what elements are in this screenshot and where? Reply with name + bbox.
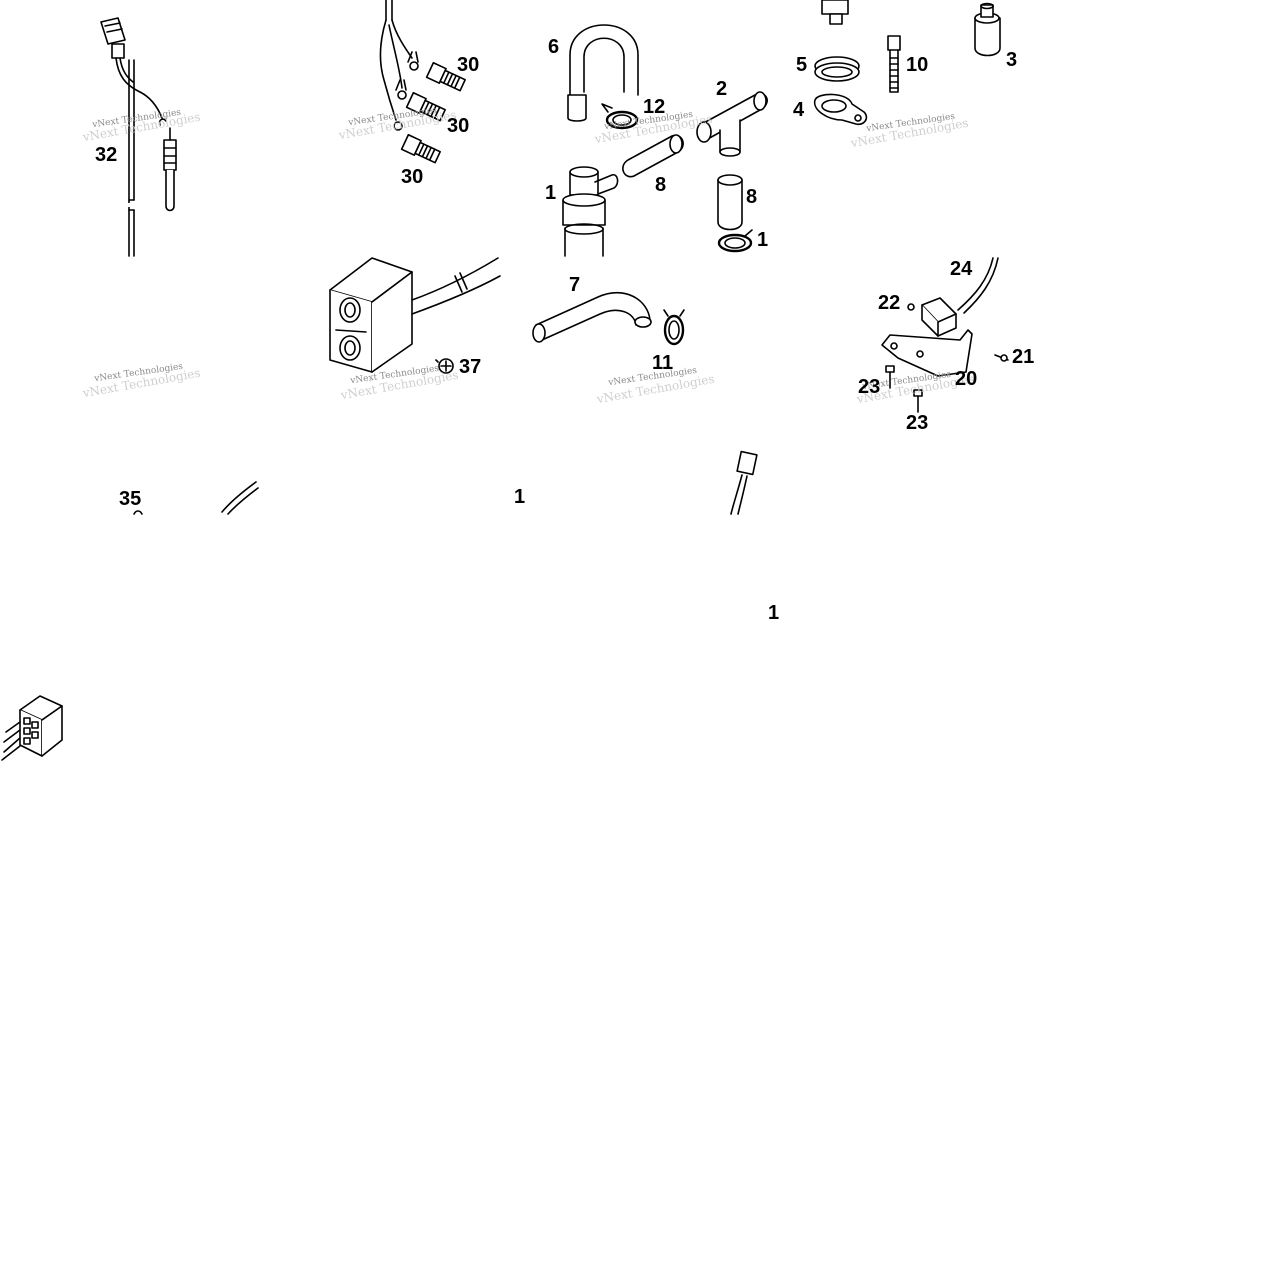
multi-pin-connector-icon — [1, 695, 63, 761]
flange-plate-icon — [813, 93, 868, 126]
wire-harness-rings-icon — [379, 0, 419, 131]
callout-5: 5 — [796, 54, 808, 76]
callout-10: 10 — [906, 54, 929, 76]
elbow-sensor-icon — [974, 2, 1001, 57]
bracket-assembly-icon — [881, 257, 1009, 413]
callout-35: 35 — [119, 488, 142, 510]
callout-11: 11 — [652, 352, 674, 374]
callout-6: 6 — [548, 36, 560, 58]
callout-3: 3 — [1006, 49, 1018, 71]
sensor-screw-icon — [400, 61, 466, 164]
connector-4pin-icon — [100, 17, 163, 257]
callout-1: 1 — [768, 602, 780, 624]
plug-connector-icon — [730, 450, 758, 515]
switch-icon — [821, 0, 849, 25]
callout-1: 1 — [545, 182, 557, 204]
callout-1: 1 — [757, 229, 769, 251]
callout-20: 20 — [955, 368, 978, 390]
u-hose-icon — [567, 24, 639, 122]
callout-23: 23 — [858, 376, 881, 398]
bent-hose-icon — [532, 291, 652, 343]
callout-37: 37 — [459, 356, 482, 378]
callout-21: 21 — [1012, 346, 1035, 368]
tee-fitting-icon — [696, 91, 768, 157]
wire-fragment-icon — [133, 481, 259, 515]
callout-2: 2 — [716, 78, 728, 100]
callout-8: 8 — [746, 186, 758, 208]
callout-32: 32 — [95, 144, 118, 166]
callout-30: 30 — [401, 166, 424, 188]
hose-clamp-icon — [601, 103, 753, 346]
elbow-fitting-icon — [562, 166, 619, 257]
callout-8: 8 — [655, 174, 667, 196]
callout-1: 1 — [514, 486, 526, 508]
seal-ring-icon — [814, 56, 860, 82]
callout-30: 30 — [457, 54, 480, 76]
callout-7: 7 — [569, 274, 581, 296]
callout-23: 23 — [906, 412, 929, 434]
straight-hose-icon — [622, 134, 743, 231]
switch-block-icon — [329, 257, 501, 373]
callout-22: 22 — [878, 292, 901, 314]
callout-24: 24 — [950, 258, 973, 280]
bolt-icon — [887, 35, 901, 93]
temperature-sensor-icon — [158, 118, 177, 212]
callout-4: 4 — [793, 99, 805, 121]
callout-12: 12 — [643, 96, 666, 118]
callout-30: 30 — [447, 115, 470, 137]
small-screw-icon — [435, 358, 454, 374]
